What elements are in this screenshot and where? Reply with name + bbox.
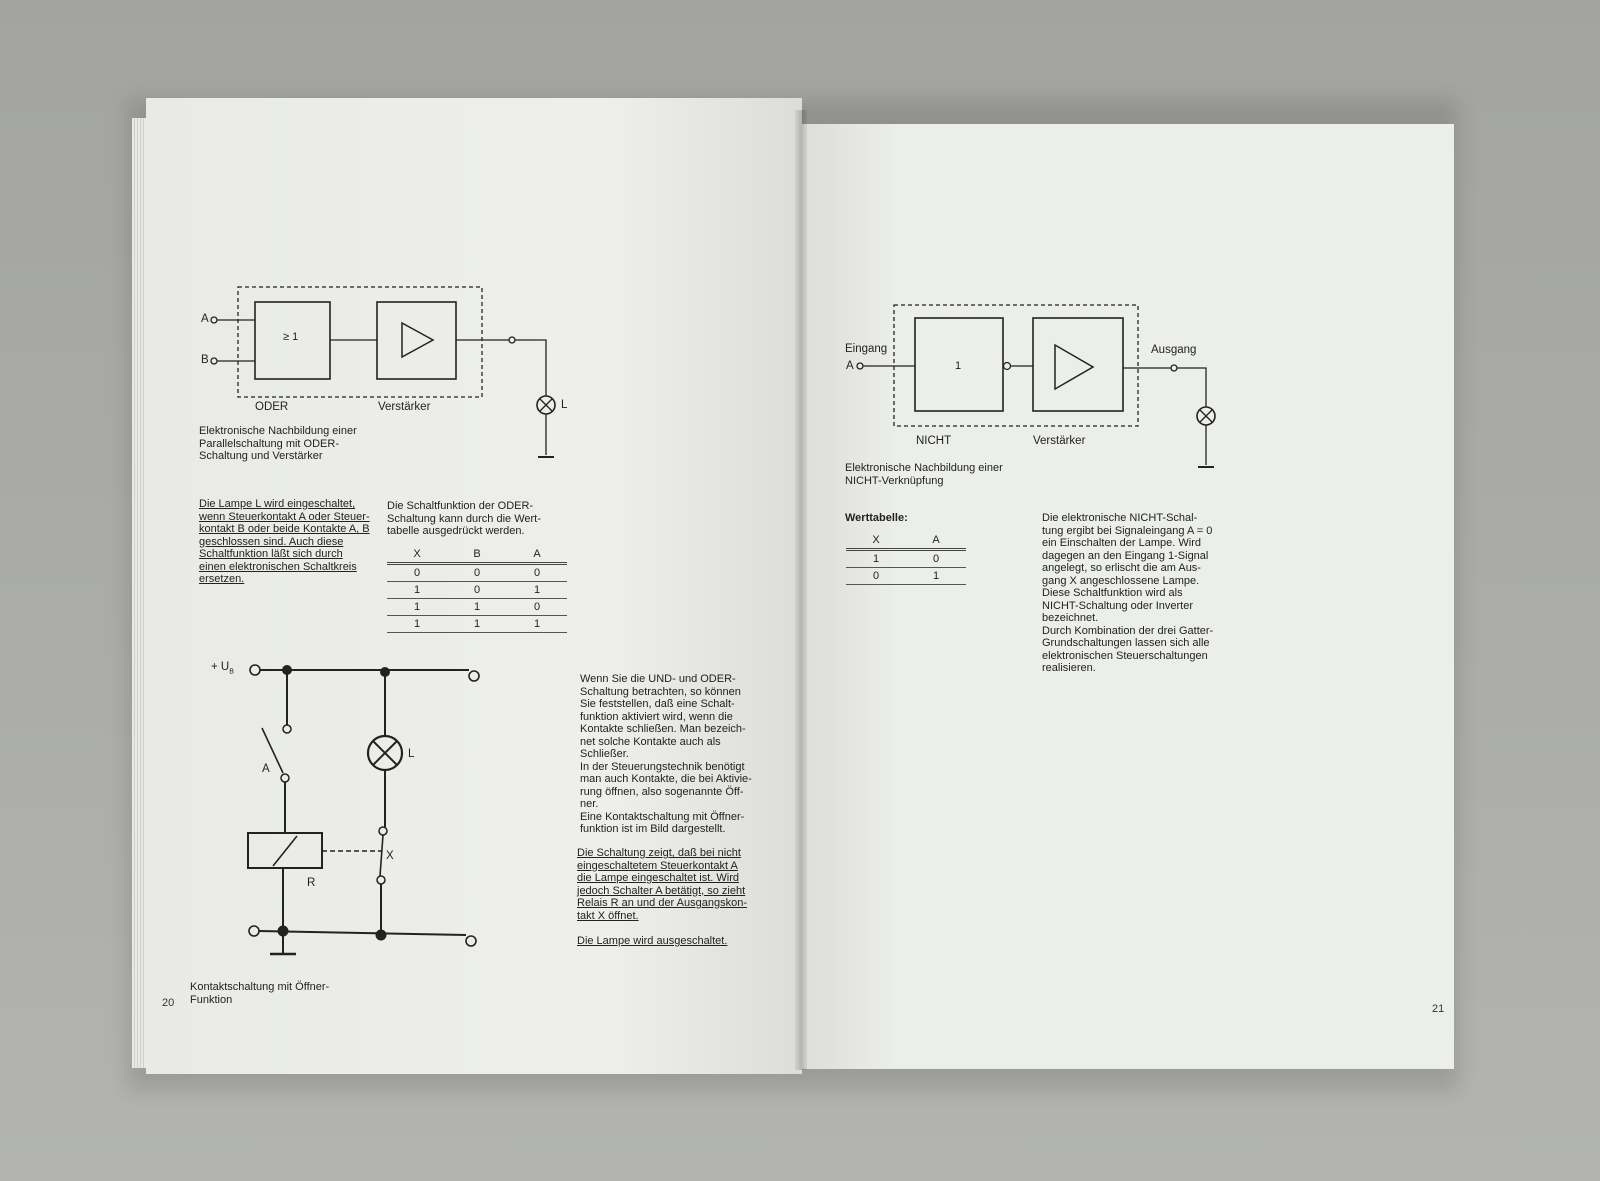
table-cell: 0 — [507, 598, 567, 616]
output-top-terminal — [468, 670, 480, 682]
relay-caption: Kontaktschaltung mit Öffner- Funktion — [190, 981, 330, 1006]
table-cell: 1 — [906, 567, 966, 585]
switch-a-label: A — [262, 763, 270, 775]
oder-input-b-label: B — [201, 354, 209, 366]
table-cell: 1 — [507, 615, 567, 633]
inverter-bubble — [1002, 361, 1012, 371]
table-row: 1 0 1 — [387, 581, 567, 599]
table-cell: 1 — [387, 598, 447, 616]
table-row: 1 1 0 — [387, 598, 567, 616]
oder-amp-label: Verstärker — [378, 401, 431, 413]
table-cell: 1 — [447, 615, 507, 633]
contact-x-icon — [379, 834, 384, 877]
nicht-output-terminal — [1170, 364, 1178, 372]
table-row: 0 1 — [846, 567, 966, 585]
oder-lamp-label: L — [561, 399, 568, 411]
nicht-output-label: Ausgang — [1151, 344, 1197, 356]
table-row: 1 0 — [846, 549, 966, 568]
table-cell: 1 — [447, 598, 507, 616]
right-page — [800, 124, 1454, 1069]
oder-dashed-frame — [237, 286, 483, 398]
table-header-row: X A — [846, 532, 966, 551]
nicht-text: Die elektronische NICHT-Schal- tung ergi… — [1042, 512, 1214, 674]
werttabelle-title: Werttabelle: — [845, 512, 908, 524]
table-header-cell: A — [906, 532, 966, 551]
switch-a-icon — [261, 727, 284, 774]
oder-gate-symbol: ≥ 1 — [283, 331, 299, 343]
oder-value-table: X B A 0 0 0 1 0 1 1 1 0 1 1 1 — [387, 546, 567, 633]
table-cell: 0 — [846, 567, 906, 585]
oder-amp-triangle-icon — [401, 321, 435, 359]
nicht-amp-label: Verstärker — [1033, 435, 1086, 447]
oder-text-2: Die Schaltfunktion der ODER- Schaltung k… — [387, 500, 541, 537]
nicht-amp-box — [1032, 317, 1124, 412]
table-row: 1 1 1 — [387, 615, 567, 633]
nicht-dashed-frame — [893, 304, 1139, 427]
table-header-cell: B — [447, 546, 507, 565]
relay-text-3: Die Lampe wird ausgeschaltet. — [577, 935, 728, 947]
right-page-number: 21 — [1432, 1003, 1445, 1015]
nicht-input-terminal — [856, 362, 864, 370]
nicht-caption: Elektronische Nachbildung einer NICHT-Ve… — [845, 462, 1003, 487]
table-cell: 0 — [906, 549, 966, 568]
oder-text-1: Die Lampe L wird eingeschaltet, wenn Ste… — [199, 498, 370, 585]
table-cell: 0 — [387, 563, 447, 582]
nicht-input-a-label: A — [846, 360, 854, 372]
oder-input-a-label: A — [201, 313, 209, 325]
nicht-amp-triangle-icon — [1054, 343, 1095, 391]
nicht-input-label: Eingang — [845, 343, 888, 355]
table-cell: 0 — [507, 563, 567, 582]
table-header-row: X B A — [387, 546, 567, 565]
table-header-cell: X — [846, 532, 906, 551]
oder-gate-label: ODER — [255, 401, 289, 413]
table-cell: 0 — [447, 581, 507, 599]
table-cell: 0 — [447, 563, 507, 582]
table-cell: 1 — [387, 615, 447, 633]
table-header-cell: A — [507, 546, 567, 565]
table-row: 0 0 0 — [387, 563, 567, 582]
table-cell: 1 — [507, 581, 567, 599]
table-cell: 1 — [846, 549, 906, 568]
relay-r-label: R — [307, 877, 316, 889]
table-header-cell: X — [387, 546, 447, 565]
table-cell: 1 — [387, 581, 447, 599]
nicht-value-table: X A 1 0 0 1 — [846, 532, 966, 585]
relay-lamp-label: L — [408, 748, 415, 760]
relay-text-2: Die Schaltung zeigt, daß bei nicht einge… — [577, 847, 747, 922]
output-bottom-terminal — [465, 935, 477, 947]
left-page-number: 20 — [162, 997, 175, 1009]
book-gutter — [795, 110, 807, 1070]
oder-caption: Elektronische Nachbildung einer Parallel… — [199, 425, 357, 462]
nicht-gate-box — [914, 317, 1004, 412]
contact-x-label: X — [386, 850, 394, 862]
supply-label: + UB — [211, 661, 234, 676]
nicht-gate-symbol: 1 — [955, 360, 962, 372]
nicht-gate-label: NICHT — [916, 435, 952, 447]
relay-text-1: Wenn Sie die UND- und ODER- Schaltung be… — [580, 673, 752, 835]
